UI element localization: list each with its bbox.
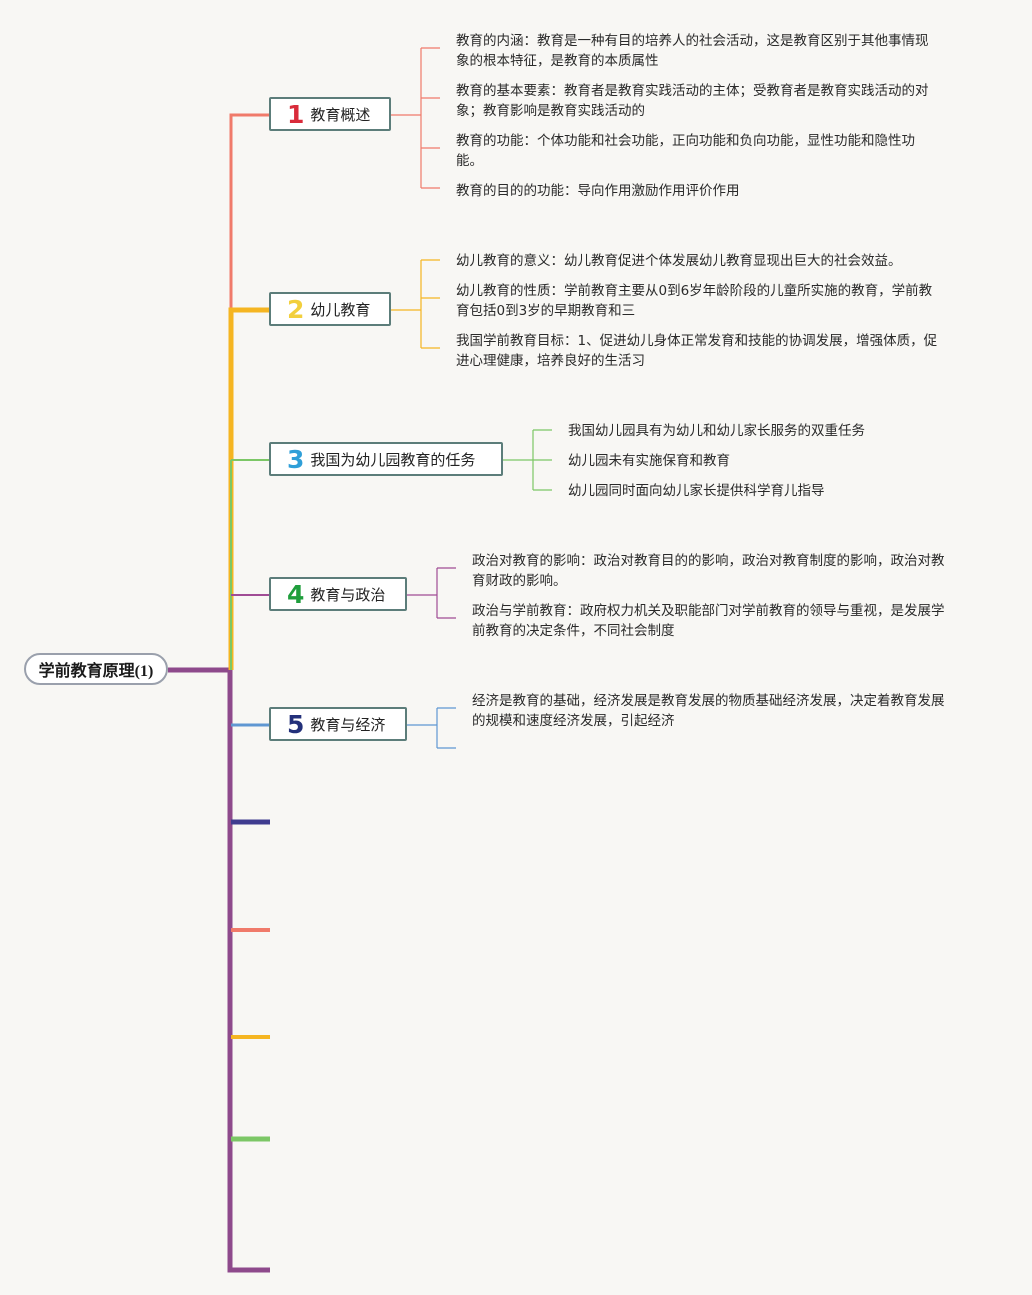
leaf-education-connotation[interactable]: 教育的内涵：教育是一种有目的培养人的社会活动，这是教育区别于其他事情现 象的根本… — [456, 31, 929, 71]
leaf-line: 我国学前教育目标：1、促进幼儿身体正常发育和技能的协调发展，增强体质，促 — [456, 333, 938, 349]
topic-number: 3 — [287, 444, 305, 474]
topic-label: 幼儿教育 — [310, 300, 371, 319]
topic-number: 4 — [287, 579, 305, 609]
root-label: 学前教育原理(1) — [38, 663, 154, 680]
leaf-politics-preschool[interactable]: 政治与学前教育：政府权力机关及职能部门对学前教育的领导与重视，是发展学 前教育的… — [472, 601, 945, 641]
topic-early-childhood-education[interactable]: 2 幼儿教育 — [269, 292, 391, 326]
topic-label: 教育与政治 — [310, 585, 386, 604]
leaf-line: 能。 — [456, 153, 483, 169]
leaf-line: 象的根本特征，是教育的本质属性 — [456, 53, 659, 69]
leaf-line: 政治对教育的影响：政治对教育目的的影响，政治对教育制度的影响，政治对教 — [472, 553, 945, 569]
topic-label: 我国为幼儿园教育的任务 — [310, 450, 476, 469]
leaf-line: 象；教育影响是教育实践活动的 — [456, 103, 645, 119]
leaf-economy-basis[interactable]: 经济是教育的基础，经济发展是教育发展的物质基础经济发展，决定着教育发展 的规模和… — [472, 691, 945, 731]
leaf-education-purpose-functions[interactable]: 教育的目的的功能：导向作用激励作用评价作用 — [456, 181, 740, 201]
leaf-line: 幼儿园同时面向幼儿家长提供科学育儿指导 — [568, 483, 825, 499]
topic-number: 1 — [287, 99, 305, 129]
bracket-topic-4 — [407, 567, 456, 619]
bracket-topic-1 — [391, 47, 440, 189]
bracket-topic-3 — [503, 429, 552, 491]
leaf-early-education-nature[interactable]: 幼儿教育的性质：学前教育主要从0到6岁年龄阶段的儿童所实施的教育，学前教 育包括… — [456, 281, 932, 321]
topic-education-and-economy[interactable]: 5 教育与经济 — [269, 707, 407, 741]
topic-number: 5 — [287, 709, 305, 739]
topic-number: 2 — [287, 294, 305, 324]
root-node[interactable]: 学前教育原理(1) — [24, 653, 168, 685]
leaf-line: 育包括0到3岁的早期教育和三 — [456, 303, 636, 319]
leaf-line: 经济是教育的基础，经济发展是教育发展的物质基础经济发展，决定着教育发展 — [472, 693, 945, 709]
leaf-early-education-significance[interactable]: 幼儿教育的意义：幼儿教育促进个体发展幼儿教育显现出巨大的社会效益。 — [456, 251, 902, 271]
bracket-topic-2 — [391, 259, 440, 349]
branch-line-1 — [229, 113, 269, 670]
leaf-education-elements[interactable]: 教育的基本要素：教育者是教育实践活动的主体；受教育者是教育实践活动的对 象；教育… — [456, 81, 929, 121]
topic-label: 教育与经济 — [310, 715, 386, 734]
topic-kindergarten-tasks[interactable]: 3 我国为幼儿园教育的任务 — [269, 442, 503, 476]
leaf-parent-guidance[interactable]: 幼儿园同时面向幼儿家长提供科学育儿指导 — [568, 481, 825, 501]
topic-label: 教育概述 — [310, 105, 371, 124]
leaf-line: 进心理健康，培养良好的生活习 — [456, 353, 645, 369]
leaf-preschool-goals[interactable]: 我国学前教育目标：1、促进幼儿身体正常发育和技能的协调发展，增强体质，促 进心理… — [456, 331, 937, 371]
trunk-line — [168, 667, 270, 1273]
leaf-education-functions[interactable]: 教育的功能：个体功能和社会功能，正向功能和负向功能，显性功能和隐性功 能。 — [456, 131, 915, 171]
leaf-care-and-education[interactable]: 幼儿园未有实施保育和教育 — [568, 451, 730, 471]
leaf-line: 幼儿教育的性质：学前教育主要从0到6岁年龄阶段的儿童所实施的教育，学前教 — [456, 283, 933, 299]
leaf-line: 育财政的影响。 — [472, 573, 567, 589]
leaf-line: 前教育的决定条件，不同社会制度 — [472, 623, 675, 639]
leaf-line: 幼儿园未有实施保育和教育 — [568, 453, 730, 469]
leaf-line: 教育的目的的功能：导向作用激励作用评价作用 — [456, 183, 740, 199]
branch-line-2 — [228, 307, 269, 670]
topic-education-overview[interactable]: 1 教育概述 — [269, 97, 391, 131]
leaf-line: 政治与学前教育：政府权力机关及职能部门对学前教育的领导与重视，是发展学 — [472, 603, 945, 619]
topic-education-and-politics[interactable]: 4 教育与政治 — [269, 577, 407, 611]
leaf-line: 教育的功能：个体功能和社会功能，正向功能和负向功能，显性功能和隐性功 — [456, 133, 915, 149]
leaf-politics-influence[interactable]: 政治对教育的影响：政治对教育目的的影响，政治对教育制度的影响，政治对教 育财政的… — [472, 551, 945, 591]
leaf-line: 教育的基本要素：教育者是教育实践活动的主体；受教育者是教育实践活动的对 — [456, 83, 929, 99]
leaf-line: 我国幼儿园具有为幼儿和幼儿家长服务的双重任务 — [568, 423, 865, 439]
leaf-dual-task[interactable]: 我国幼儿园具有为幼儿和幼儿家长服务的双重任务 — [568, 421, 865, 441]
bracket-topic-5 — [407, 707, 456, 749]
leaf-line: 幼儿教育的意义：幼儿教育促进个体发展幼儿教育显现出巨大的社会效益。 — [456, 253, 902, 269]
leaf-line: 的规模和速度经济发展，引起经济 — [472, 713, 675, 729]
leaf-line: 教育的内涵：教育是一种有目的培养人的社会活动，这是教育区别于其他事情现 — [456, 33, 929, 49]
